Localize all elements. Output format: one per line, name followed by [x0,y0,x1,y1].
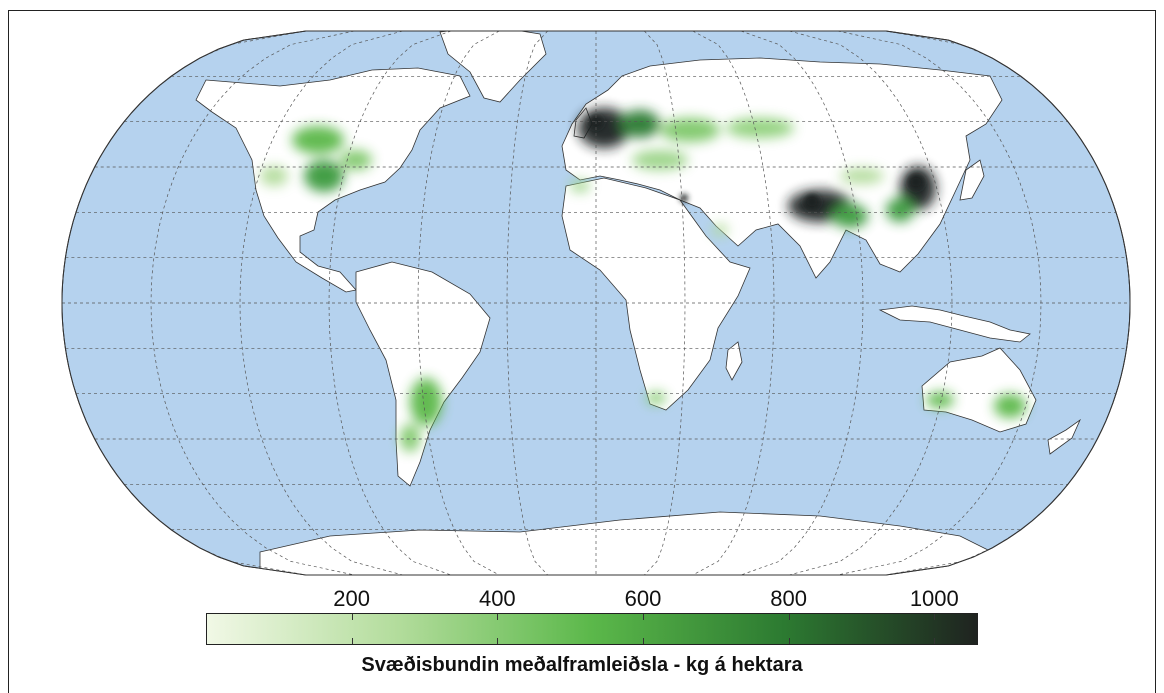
graticule-meridian [692,31,775,575]
graticule-meridian [417,31,500,575]
graticule-meridian [837,31,1042,575]
colorbar-tick [497,638,499,644]
graticule-meridian [239,31,403,575]
land-masses [195,31,1081,575]
world-map [61,30,1131,576]
graticule-meridian [328,31,452,575]
colorbar-tick [934,638,936,644]
graticule-meridian [506,31,548,575]
graticule-meridian [740,31,864,575]
graticule-grid [62,31,1130,575]
colorbar-tick [934,614,936,620]
graticule-meridian [789,31,953,575]
indonesia-landmass [878,305,1031,343]
colorbar-tick-label: 800 [770,586,807,611]
figure-frame [8,10,1156,693]
graticule-meridian [150,31,355,575]
colorbar-tick [351,638,353,644]
new-zealand-landmass [1047,418,1081,455]
madagascar-landmass [725,341,743,381]
colorbar-tick [642,638,644,644]
japan-landmass [959,159,985,201]
colorbar-tick [497,614,499,620]
colorbar-tick-label: 1000 [909,586,959,611]
production-density-overlay [260,108,1026,452]
colorbar-tick [351,614,353,620]
colorbar-caption: Svæðisbundin meðalframleiðsla - kg á hek… [361,654,803,676]
europe-asia-landmass [561,57,1003,279]
colorbar-tick-label: 600 [624,586,662,611]
globe-outline [61,30,1131,576]
graticule-meridian [644,31,686,575]
colorbar-tick-label: 400 [478,586,516,611]
africa-landmass [561,177,751,411]
greenland-landmass [439,31,547,103]
colorbar-tick [642,614,644,620]
colorbar [206,613,978,645]
colorbar-tick-label: 200 [333,586,371,611]
south-america-landmass [355,261,491,487]
colorbar-tick [788,638,790,644]
colorbar-tick [788,614,790,620]
